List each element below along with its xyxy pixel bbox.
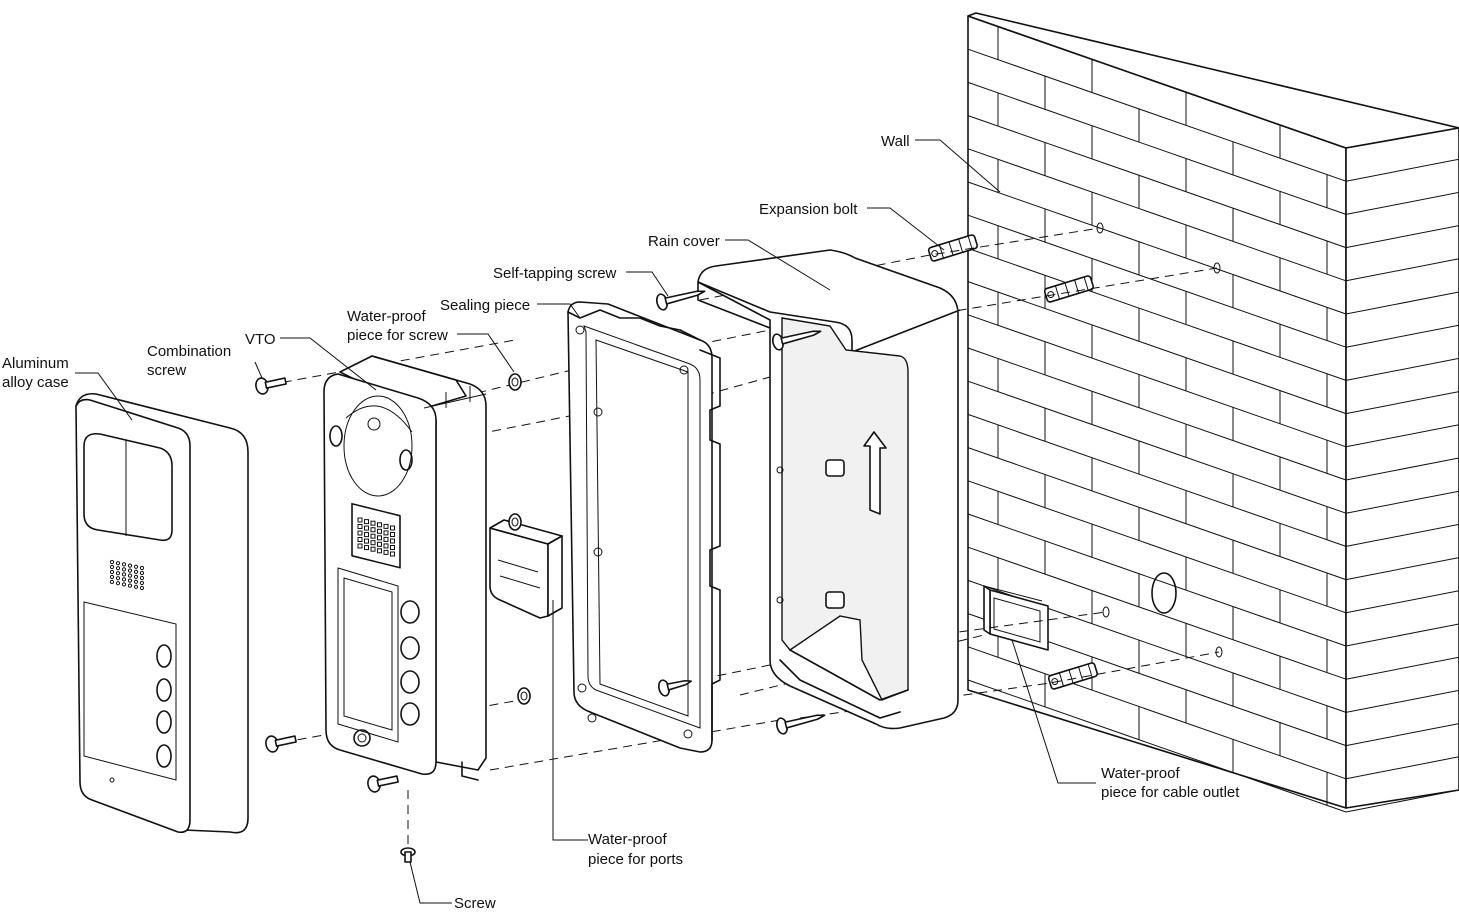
vto-buttons [400, 600, 420, 726]
label-waterproof-cable-line1: Water-proof [1101, 765, 1180, 782]
aluminum-alloy-case [75, 392, 249, 834]
label-aluminum-case-line1: Aluminum [2, 355, 69, 372]
label-aluminum-case-line2: alloy case [2, 374, 69, 391]
case-buttons [156, 644, 172, 768]
label-waterproof-cable-line2: piece for cable outlet [1101, 784, 1240, 801]
sealing-piece [567, 301, 721, 753]
brick-wall [967, 12, 1459, 813]
label-waterproof-ports-line2: piece for ports [588, 851, 683, 868]
label-waterproof-screw-line1: Water-proof [347, 308, 426, 325]
label-rain-cover: Rain cover [648, 233, 720, 250]
label-combination-screw-line1: Combination [147, 343, 231, 360]
combination-screws [255, 377, 399, 793]
rain-cover [697, 249, 961, 730]
label-screw: Screw [454, 895, 496, 911]
label-wall: Wall [881, 133, 910, 150]
bottom-screw [400, 847, 416, 863]
self-tapping-screws [655, 290, 826, 735]
leader-lines [75, 139, 1096, 904]
waterproof-screw-pieces [508, 373, 531, 705]
vto-body [323, 355, 487, 781]
label-sealing-piece: Sealing piece [440, 297, 530, 314]
label-waterproof-screw-line2: piece for screw [347, 327, 448, 344]
waterproof-cable-piece [983, 585, 1049, 651]
label-vto: VTO [245, 331, 276, 348]
labels: Aluminum alloy case Combination screw VT… [2, 133, 1240, 912]
label-self-tapping-screw: Self-tapping screw [493, 265, 617, 282]
label-expansion-bolt: Expansion bolt [759, 201, 858, 218]
label-waterproof-ports-line1: Water-proof [588, 831, 667, 848]
waterproof-ports-piece [489, 519, 563, 619]
label-combination-screw-line2: screw [147, 362, 186, 379]
